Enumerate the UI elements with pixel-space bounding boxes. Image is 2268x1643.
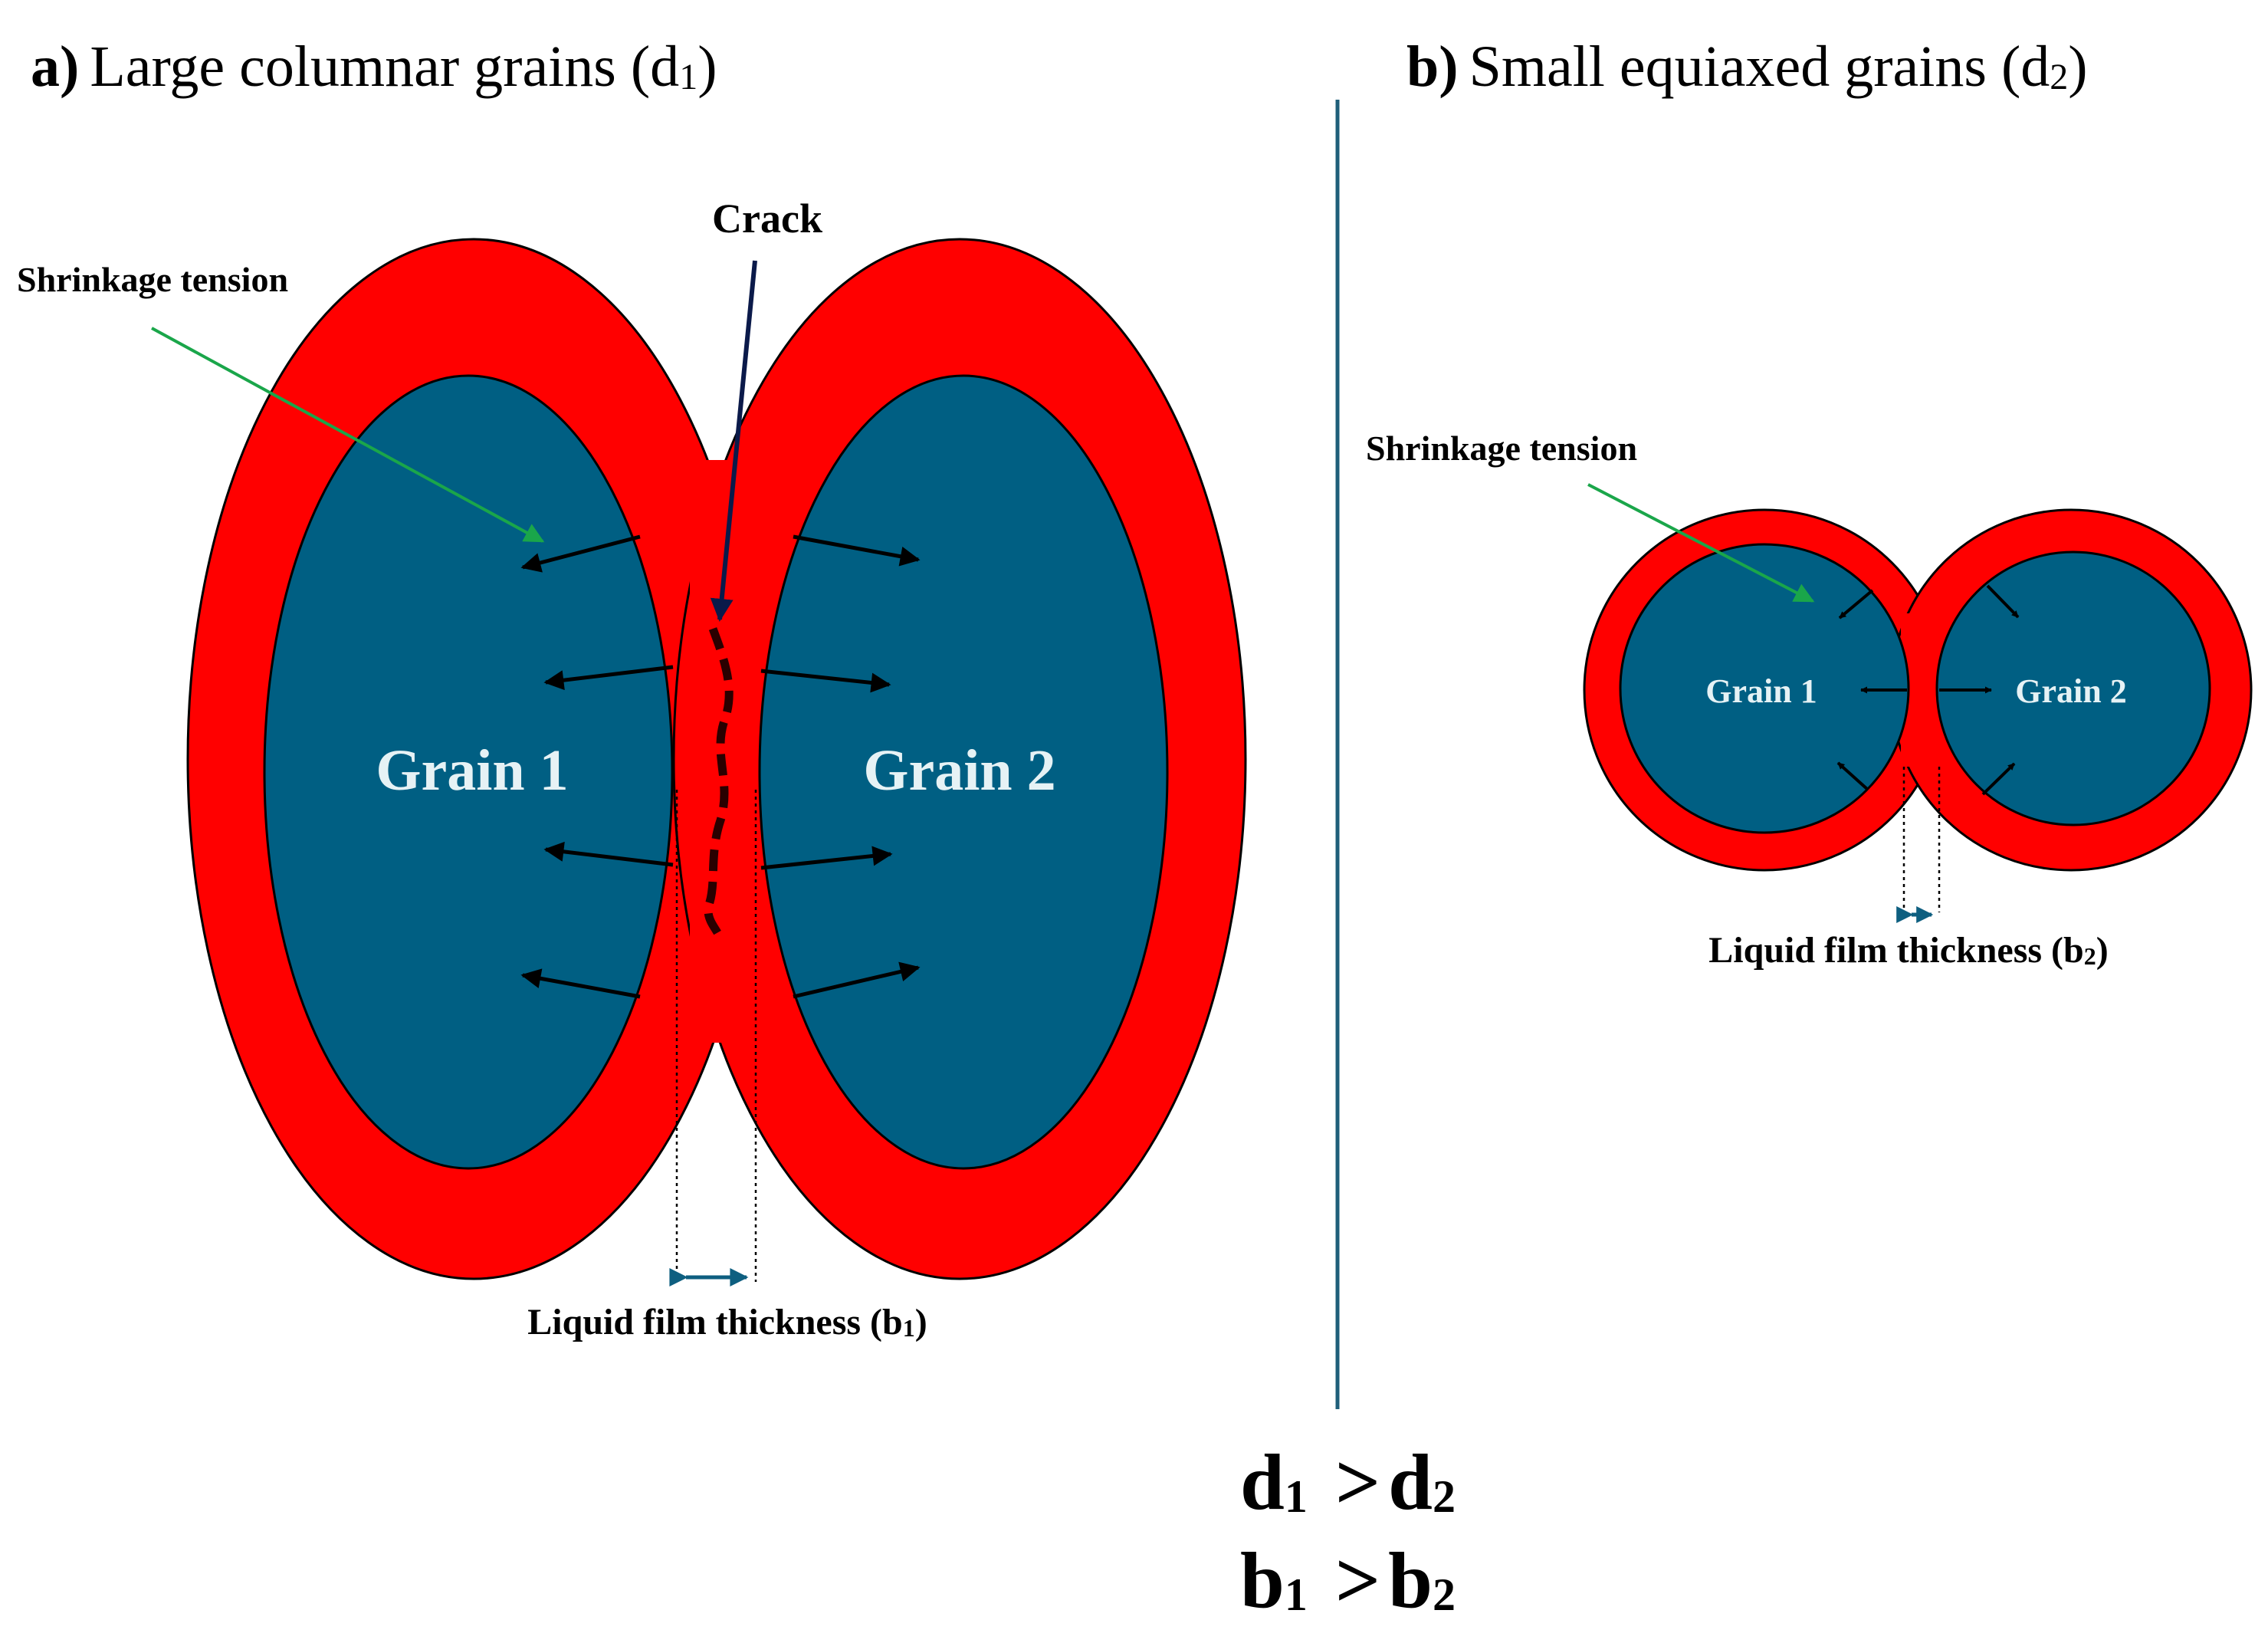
small-grain-2-label: Grain 2 <box>2015 672 2126 710</box>
relations: d1>d2 b1>b2 <box>1240 1438 1456 1625</box>
panel-a-title: a)Large columnar grains (d1) <box>31 35 717 99</box>
panel-b: b)Small equiaxed grains (d2) Grain 1 Gra… <box>1366 35 2253 971</box>
shrinkage-pointer-arrow-b <box>1587 483 1815 603</box>
small-grain-1-label: Grain 1 <box>1705 672 1817 710</box>
grain-2-label: Grain 2 <box>863 738 1055 803</box>
crack-label: Crack <box>712 196 822 242</box>
panel-a: a)Large columnar grains (d1) Grain 1 Gra… <box>17 35 1247 1342</box>
relation-b: b1>b2 <box>1240 1536 1456 1625</box>
film-guides-a <box>675 790 757 1282</box>
grain-1 <box>263 374 674 1170</box>
shrinkage-arrows-grain-2 <box>760 534 921 999</box>
film-thickness-label-a: Liquid film thickness (b1) <box>527 1302 927 1342</box>
grain-1-label: Grain 1 <box>376 738 568 803</box>
shrinkage-arrows-grain-1 <box>520 534 674 999</box>
shrinkage-pointer-arrow-a <box>151 327 545 543</box>
shrinkage-tension-label-a: Shrinkage tension <box>17 260 288 299</box>
panel-b-title: b)Small equiaxed grains (d2) <box>1406 35 2088 99</box>
shrinkage-tension-label-b: Shrinkage tension <box>1366 429 1637 468</box>
film-thickness-label-b: Liquid film thickness (b2) <box>1708 930 2108 971</box>
small-grain-2 <box>1935 550 2211 826</box>
crack-path <box>704 627 734 941</box>
crack-pointer-arrow <box>710 260 757 622</box>
small-shrinkage-arrows-grain-1 <box>1836 589 1907 791</box>
small-grain-1 <box>1619 543 1910 834</box>
small-shrinkage-arrows-grain-2 <box>1939 584 2020 796</box>
grain-2 <box>758 374 1169 1170</box>
relation-d: d1>d2 <box>1240 1438 1456 1526</box>
